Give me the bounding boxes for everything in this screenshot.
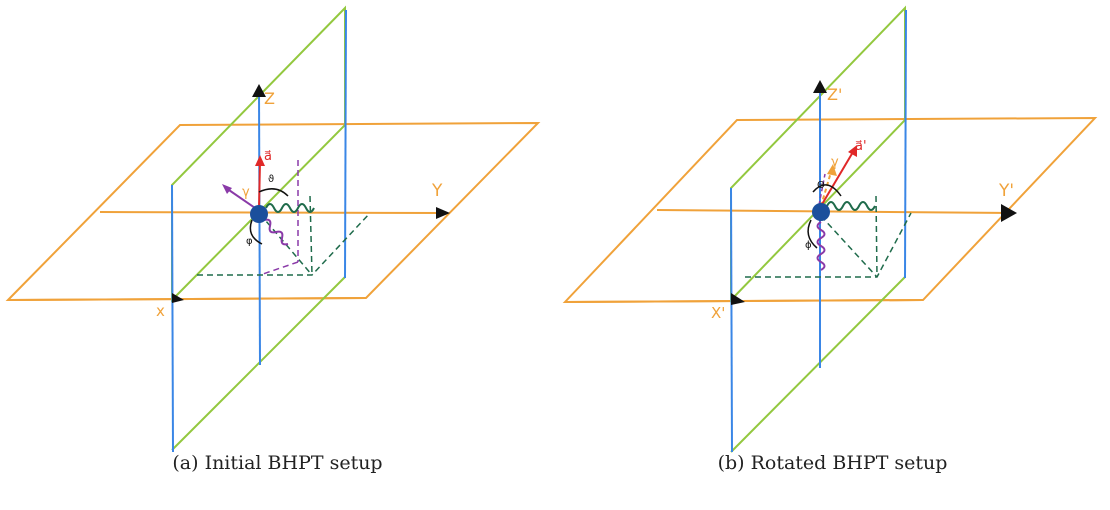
panel-initial-setup: Z Y x a⃗ γ ϑ φ [0,0,555,506]
axis-label-y: Y' [998,181,1014,201]
vertical-plane-front-edge [171,184,174,453]
diagram-initial-setup: Z Y x a⃗ γ ϑ φ [5,5,541,453]
vector-label-a: a⃗ [264,149,272,164]
label-theta: Θ [817,180,825,191]
theta-arc [258,188,289,197]
z-axis-arrowhead [813,80,827,93]
diagram-rotated-setup: Z' Y' X' a⃗' γ Θ ϕ [562,5,1098,453]
gamma-arrowhead [222,184,232,194]
graviton-wavy-line [263,218,289,246]
x-axis-line [7,297,367,301]
projection-dash-vertical [875,195,878,278]
purple-dash-diag [259,261,299,276]
horizontal-plane [5,121,541,302]
photon-wavy-line [826,201,876,211]
axis-label-y: Y [431,181,443,201]
vertical-plane-bottom [730,276,906,453]
y-axis-arrowhead [436,207,450,219]
gamma-vector [820,171,832,207]
projection-dashes [745,212,912,278]
axis-label-x: X' [711,304,725,322]
gamma-vector [225,187,259,211]
vertical-plane-back-edge [344,9,347,279]
caption-initial-setup: (a) Initial BHPT setup [172,452,383,474]
projection-dash-diag [820,215,878,278]
graviton-wavy-line [816,221,826,271]
gamma-arrowhead [827,164,837,176]
x-axis-arrowhead [731,293,745,305]
phi-arc [807,219,818,249]
vertical-plane-front-edge [730,187,733,453]
y-axis-line [99,211,446,214]
vertical-plane-back-edge [904,9,907,279]
caption-rotated-setup: (b) Rotated BHPT setup [717,452,948,474]
y-axis-line [656,209,1014,214]
axis-label-x: x [156,302,165,320]
black-hole-origin [812,203,830,221]
horizontal-plane [562,116,1098,304]
vector-label-a: a⃗' [855,139,867,154]
z-axis-arrowhead [252,84,266,97]
y-axis-arrowhead [1001,204,1017,222]
label-gamma: γ [242,185,250,200]
x-axis-line [564,299,924,303]
a-vector-arrowhead [255,155,265,166]
a-vector [258,161,261,209]
label-phi: φ [246,236,253,247]
label-theta: ϑ [268,174,274,185]
x-axis-arrowhead [172,293,184,303]
a-vector-arrowhead [848,145,857,157]
photon-wavy-line [265,203,315,213]
phi-arc [249,219,263,245]
panel-rotated-setup: Z' Y' X' a⃗' γ Θ ϕ [555,0,1110,506]
black-hole-origin [250,205,268,223]
theta-arc [812,184,842,197]
label-phi: ϕ [805,240,812,251]
vertical-plane-bottom [171,276,346,451]
projection-dash-vertical [309,195,313,276]
axis-label-z: Z [264,89,275,108]
a-vector [820,151,854,207]
z-axis-line [258,89,261,366]
label-gamma: γ [831,155,839,170]
axis-label-z: Z' [827,85,842,104]
purple-dash [818,173,826,206]
